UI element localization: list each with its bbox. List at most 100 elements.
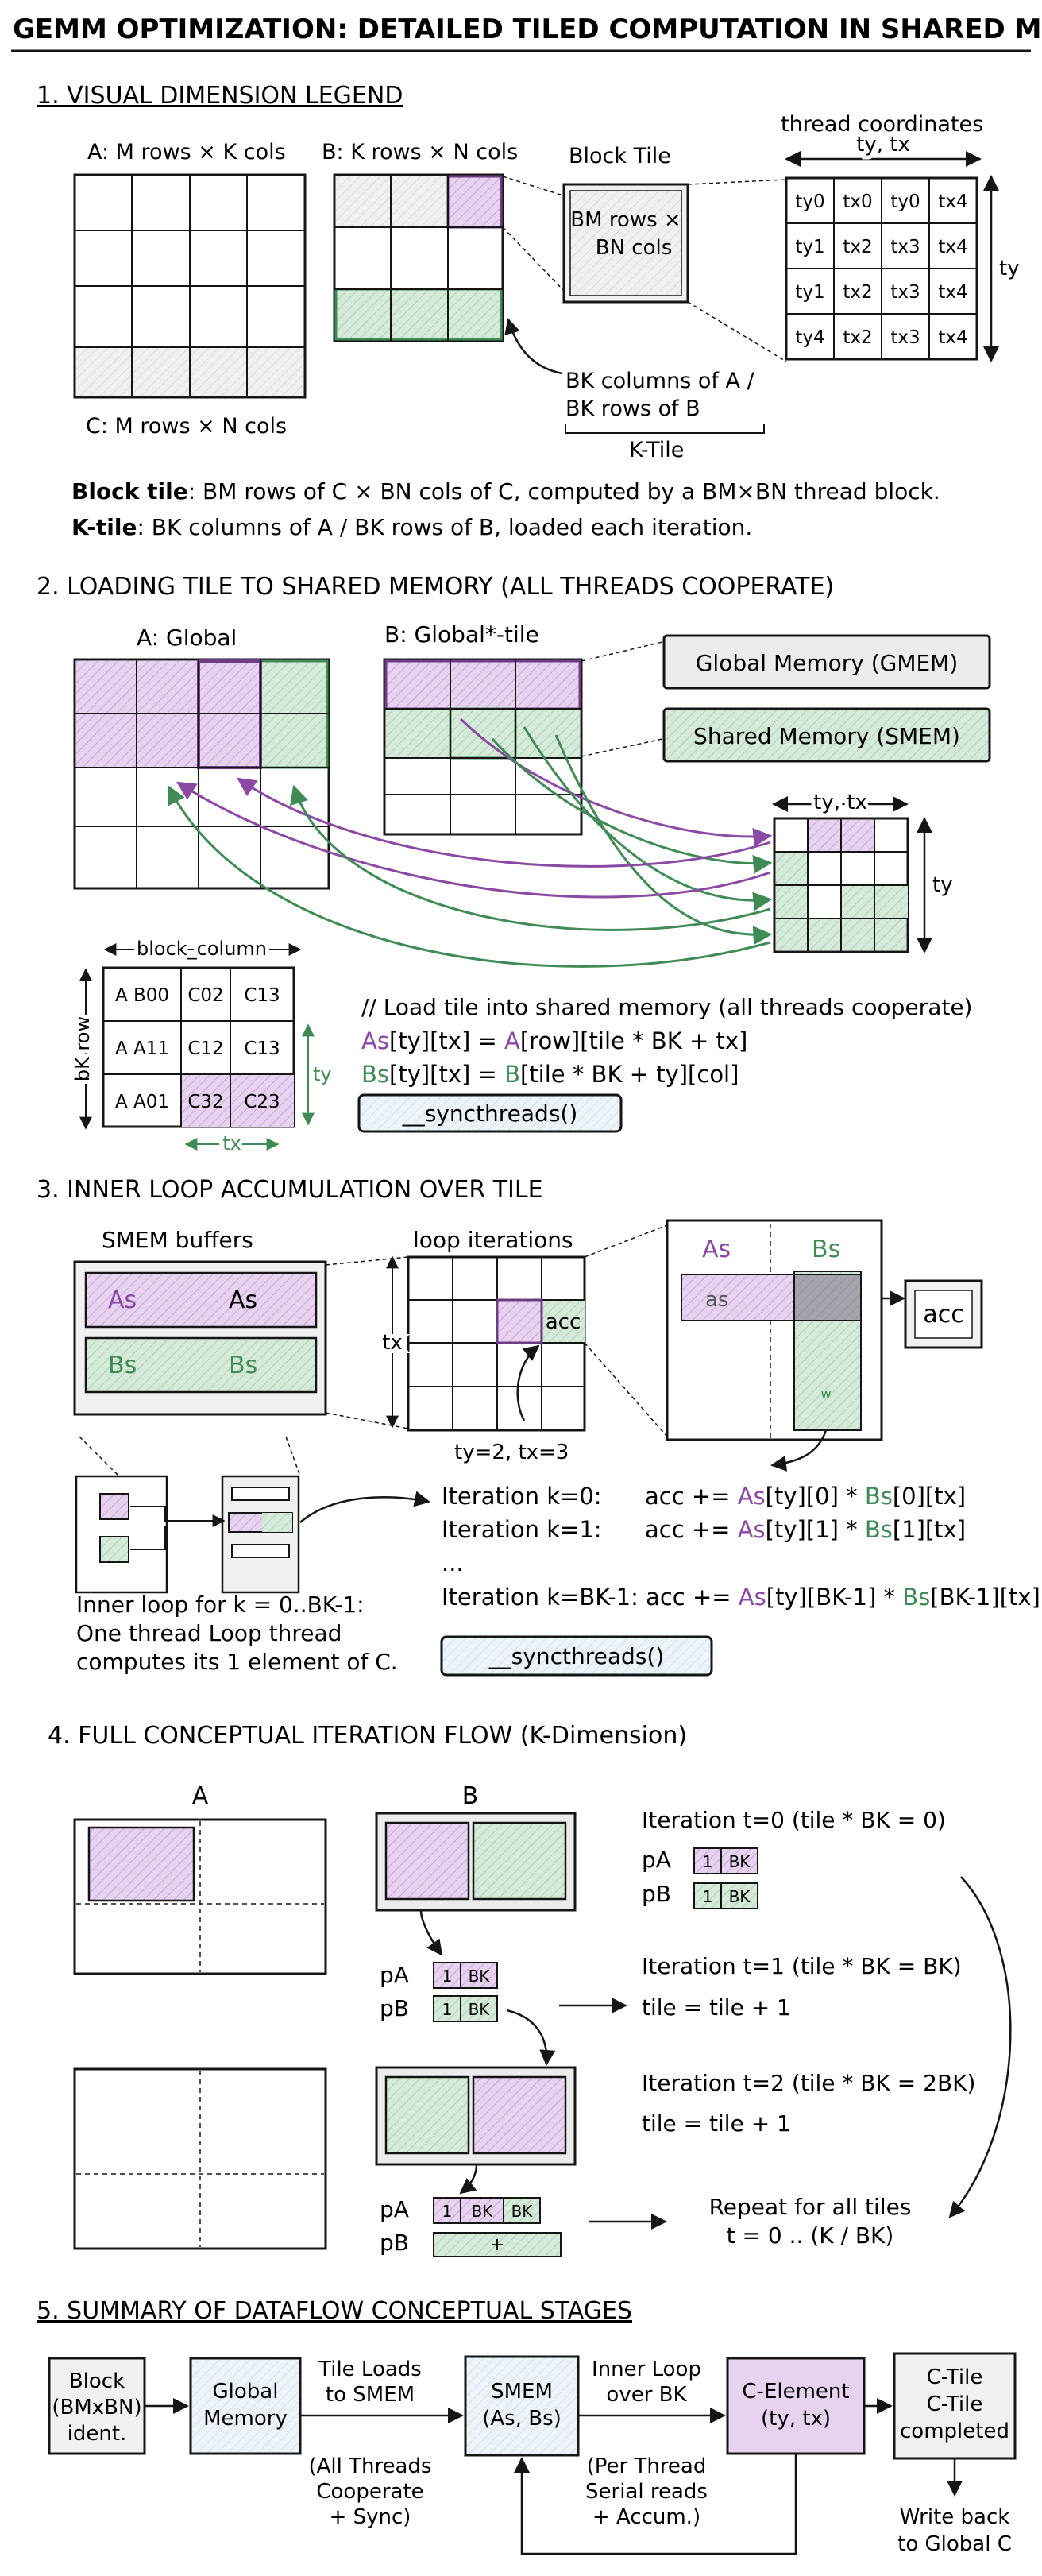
it0-label: Iteration t=0 (tile * BK = 0) (642, 1807, 946, 1833)
stage-celement-1: C-Element (742, 2380, 849, 2404)
ktile-label: K-Tile (629, 438, 684, 462)
pb1-one: 1 (442, 2000, 453, 2019)
stage-global-1: Global (213, 2380, 279, 2404)
thread-coords-label: thread coordinates (781, 112, 983, 137)
buf-as-left: As (108, 1286, 137, 1314)
pb2-label: pB (380, 2230, 409, 2256)
s4-a-label: A (192, 1782, 209, 1810)
stage-allthreads-1: (All Threads (308, 2454, 431, 2478)
buf-bs-right: Bs (229, 1352, 257, 1379)
loop-pointer-arrow (516, 1344, 540, 1421)
bk-row-label: bK row (71, 1016, 94, 1081)
bk-text-1: BK columns of A / (565, 369, 755, 393)
ty-tx-eq-label: ty=2, tx=3 (454, 1441, 569, 1464)
it1-label: Iteration t=1 (tile * BK = BK) (642, 1953, 962, 1979)
it0-pa-bk: BK (729, 1852, 751, 1871)
page-title: GEMM OPTIMIZATION: DETAILED TILED COMPUT… (13, 14, 1042, 45)
s2-ty-label: ty (932, 873, 953, 897)
stage-perthread-2: Serial reads (585, 2480, 708, 2504)
s4-b-label: B (462, 1782, 479, 1810)
a-global-label: A: Global (137, 625, 237, 651)
s4-matrix-b-top (375, 1812, 577, 1912)
index-cell: C32 (187, 1092, 223, 1112)
ktile-bracket (565, 424, 765, 434)
thread-cell: ty0 (890, 191, 920, 212)
zoom-bs-dots: w (820, 1387, 831, 1402)
mini-thread-diagram (75, 1475, 300, 1594)
tile-zoom-box: As Bs as w (666, 1219, 883, 1441)
block-column-label: block_column (137, 938, 267, 960)
loop-tx-label: tx (382, 1331, 403, 1355)
stage-smem-2: (As, Bs) (482, 2407, 562, 2431)
s2-thread-grid (773, 817, 909, 953)
iter-ellipsis: ... (442, 1549, 464, 1576)
bk-arrow (504, 318, 563, 375)
pa2-bk2: BK (511, 2202, 534, 2221)
load-arrows (167, 717, 773, 968)
smem-box: Shared Memory (SMEM) (662, 707, 991, 763)
block-column-bg: block_column (137, 938, 267, 960)
it1-tile-inc: tile = tile + 1 (642, 1994, 791, 2021)
index-cell: C23 (244, 1092, 280, 1112)
repeat-text-2: t = 0 .. (K / BK) (727, 2222, 894, 2249)
it0-pb-bk: BK (729, 1887, 751, 1906)
iter1-label: Iteration k=1: (442, 1516, 602, 1543)
pb1-label: pB (380, 1995, 409, 2021)
ty-side-label: ty (999, 257, 1020, 280)
matrix-b-label: B: K rows × N cols (322, 140, 518, 164)
loop-back-arrow (948, 1876, 1012, 2218)
smem-label: Shared Memory (SMEM) (693, 723, 960, 749)
stage-smem: SMEM (As, Bs) (464, 2355, 580, 2457)
stage-smem-1: SMEM (491, 2380, 553, 2404)
syncthreads-label-1: __syncthreads() (402, 1100, 578, 1127)
index-cell: A B00 (115, 985, 169, 1006)
iter1-expr: acc += As[ty][1] * Bs[1][tx] (645, 1516, 966, 1543)
loop-acc-label: acc (546, 1310, 581, 1334)
stage-innerloop-2: over BK (606, 2383, 687, 2407)
s2-ty-tx-bg: ty, tx (813, 791, 867, 814)
stage-block: Block (BMxBN) ident. (48, 2357, 146, 2455)
syncthreads-box-2: __syncthreads() (440, 1635, 713, 1677)
pa1-label: pA (380, 1962, 409, 1988)
iterk-expr: Iteration k=BK-1: acc += As[ty][BK-1] * … (442, 1584, 1040, 1611)
s4-matrix-a-bottom (73, 2067, 327, 2250)
block-tile-box (562, 183, 689, 304)
gmem-label: Global Memory (GMEM) (696, 650, 959, 676)
pa1-one: 1 (442, 1967, 453, 1986)
s2-ty-tx-label: ty, tx (813, 791, 867, 814)
pa2-bk1: BK (472, 2202, 494, 2221)
matrix-c-label: C: M rows × N cols (86, 414, 287, 439)
inner-loop-text-2: One thread Loop thread (76, 1620, 342, 1646)
stage-innerloop-1: Inner Loop (592, 2357, 701, 2381)
loop-iterations-label: loop iterations (413, 1227, 573, 1253)
mini-out-arrow (299, 1491, 430, 1523)
thread-cell: tx0 (843, 191, 872, 212)
thread-cell: tx3 (890, 282, 920, 303)
index-cell: C13 (244, 1039, 280, 1059)
section3-heading: 3. INNER LOOP ACCUMULATION OVER TILE (37, 1176, 543, 1204)
thread-cell: tx4 (938, 282, 967, 303)
zoom-as-label: As (702, 1236, 731, 1263)
inner-loop-text-1: Inner loop for k = 0..BK-1: (76, 1592, 365, 1618)
buf-as-right: As (229, 1286, 257, 1314)
smem-buffers-label: SMEM buffers (102, 1227, 253, 1253)
stage-allthreads-3: + Sync) (330, 2505, 411, 2529)
bk-row-bg: bK row (71, 1016, 94, 1081)
zoom-bs-label: Bs (812, 1236, 840, 1263)
pa2-one: 1 (442, 2202, 453, 2221)
stage-tileloads-1: Tile Loads (318, 2357, 422, 2381)
stage-perthread-1: (Per Thread (587, 2454, 707, 2478)
syncthreads-box-1: __syncthreads() (357, 1093, 623, 1133)
stage-allthreads-2: Cooperate (316, 2480, 423, 2504)
stage-feedback-arrow (514, 2454, 797, 2555)
matrix-a-grid (73, 173, 307, 399)
stage-global-2: Memory (203, 2407, 288, 2431)
s4-matrix-a-top (73, 1818, 327, 1975)
stage-writeback-2: to Global C (897, 2532, 1012, 2556)
note-k-tile: K-tile: BK columns of A / BK rows of B, … (71, 514, 752, 540)
b-global-label: B: Global*-tile (384, 621, 539, 648)
thread-cell: ty1 (795, 237, 824, 257)
